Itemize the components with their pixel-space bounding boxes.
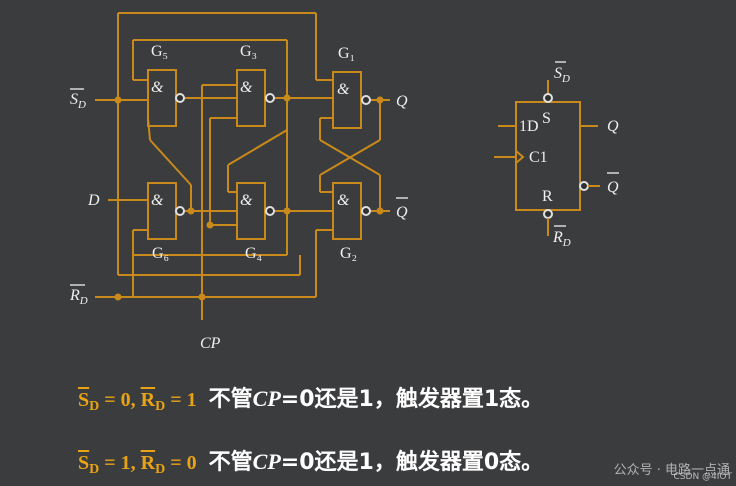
statement-condition: SD = 0, RD = 1 — [78, 389, 197, 414]
label-q: Q — [396, 93, 408, 110]
gate-g4: & G₄ — [236, 182, 275, 262]
svg-text:C1: C1 — [529, 149, 548, 166]
svg-text:CP: CP — [200, 335, 221, 352]
svg-text:1D: 1D — [519, 118, 539, 135]
svg-text:SD: SD — [70, 91, 86, 111]
svg-text:Q: Q — [396, 204, 408, 221]
svg-text:G₃: G₃ — [240, 43, 257, 60]
gate-g3: & G₃ — [236, 43, 275, 127]
gate-g1: & G₁ — [332, 45, 371, 129]
svg-text:S: S — [542, 110, 551, 127]
label-sd: SD — [70, 88, 86, 111]
svg-text:RD: RD — [69, 287, 88, 307]
svg-text:RD: RD — [552, 229, 571, 249]
statement-reset: SD = 1, RD = 0 不管CP=0还是1，触发器置0态。 — [78, 444, 543, 478]
svg-text:Q: Q — [607, 118, 619, 135]
svg-text:G₂: G₂ — [340, 245, 357, 262]
gate-g5: & G₅ — [147, 43, 185, 127]
wiring — [95, 12, 390, 320]
statement-set: SD = 0, RD = 1 不管CP=0还是1，触发器置1态。 — [78, 381, 543, 415]
svg-text:G₄: G₄ — [245, 245, 263, 262]
flipflop-symbol: SD S 1D C1 R RD Q Q — [494, 61, 619, 249]
svg-text:&: & — [337, 81, 350, 98]
svg-text:&: & — [240, 79, 253, 96]
statement-text: 不管CP=0还是1，触发器置0态。 — [208, 449, 544, 475]
label-d: D — [87, 192, 100, 209]
svg-text:&: & — [151, 79, 164, 96]
label-qbar: Q — [396, 197, 408, 221]
watermark-csdn: CSDN @4IOT — [673, 472, 732, 482]
gate-g6: & G₆ — [147, 182, 185, 262]
statement-condition: SD = 1, RD = 0 — [78, 452, 197, 477]
svg-text:R: R — [542, 188, 553, 205]
label-cp: CP — [200, 335, 221, 352]
statement-text: 不管CP=0还是1，触发器置1态。 — [208, 386, 544, 412]
svg-text:&: & — [240, 192, 253, 209]
label-rd: RD — [69, 284, 88, 307]
svg-text:D: D — [87, 192, 100, 209]
svg-text:G₅: G₅ — [151, 43, 168, 60]
svg-text:SD: SD — [554, 65, 570, 85]
svg-text:&: & — [337, 192, 350, 209]
svg-text:Q: Q — [396, 93, 408, 110]
svg-text:G₁: G₁ — [338, 45, 355, 62]
svg-text:&: & — [151, 192, 164, 209]
svg-text:G₆: G₆ — [152, 245, 169, 262]
svg-text:Q: Q — [607, 179, 619, 196]
junction-dots — [114, 94, 384, 301]
gate-g2: & G₂ — [332, 182, 371, 262]
watermark: 公众号 · 电路一点通 — [613, 463, 730, 478]
